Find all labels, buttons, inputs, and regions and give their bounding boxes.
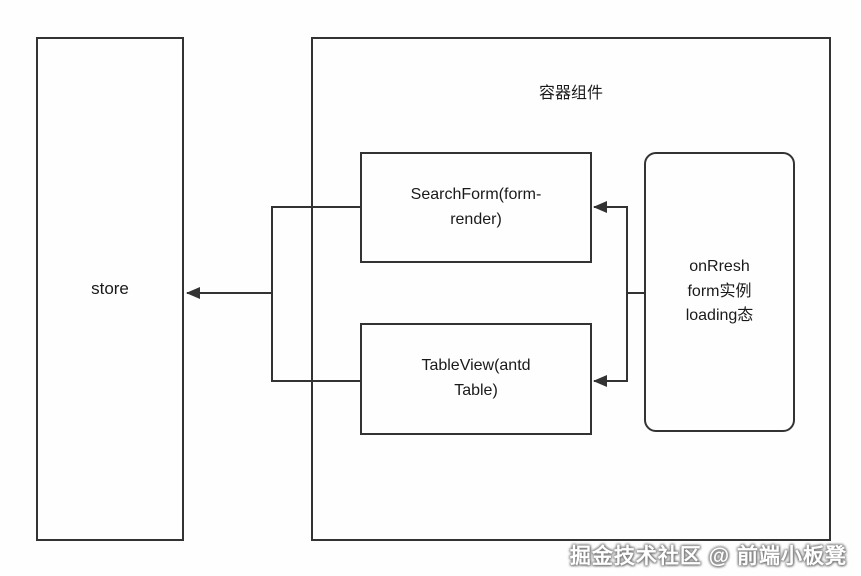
search-form-box: SearchForm(form- render)	[360, 152, 592, 263]
container-component-label: 容器组件	[538, 85, 603, 102]
table-view-label: TableView(antd Table)	[421, 357, 531, 399]
search-form-label: SearchForm(form- render)	[410, 185, 542, 228]
store-box: store	[36, 37, 184, 541]
refresh-label: onRresh form实例 loading态	[685, 257, 754, 325]
store-label: store	[91, 278, 129, 298]
refresh-box: onRresh form实例 loading态	[644, 152, 795, 432]
watermark-text: 掘金技术社区 @ 前端小板凳	[569, 545, 847, 568]
table-view-box: TableView(antd Table)	[360, 323, 592, 435]
